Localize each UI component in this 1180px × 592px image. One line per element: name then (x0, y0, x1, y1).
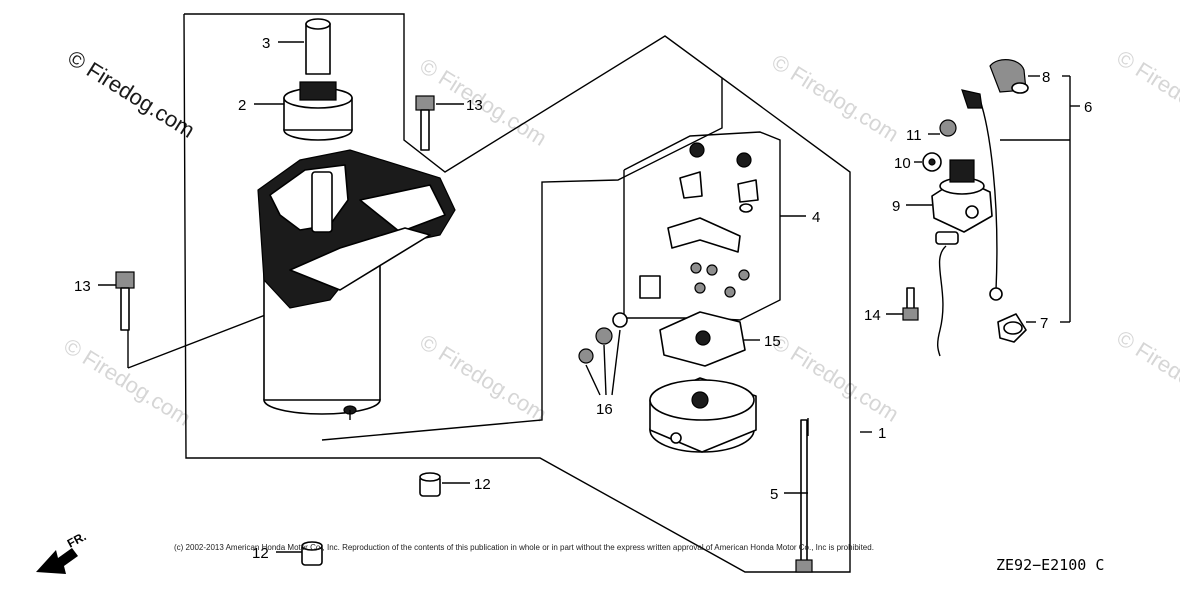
watermark-text: © Firedog.com (1112, 325, 1180, 423)
callout-11: 11 (906, 127, 922, 144)
spacer-12-lower (301, 541, 323, 566)
callout-4: 4 (812, 209, 820, 226)
end-cover (649, 377, 757, 453)
callout-16: 16 (596, 401, 613, 418)
callout-5: 5 (770, 486, 778, 503)
watermark-text: © Firedog.com (767, 49, 903, 147)
callout-1: 1 (878, 425, 886, 442)
bolt-14 (902, 287, 919, 321)
watermark-text: © Firedog.com (415, 329, 551, 427)
bolt-13-upper (415, 95, 435, 151)
nuts-16 (578, 312, 628, 396)
callout-15: 15 (764, 333, 781, 350)
watermark-main: © Firedog.com (63, 45, 199, 143)
callout-2: 2 (238, 97, 246, 114)
leader-lines (98, 41, 1040, 553)
watermark-text: © Firedog.com (1112, 45, 1180, 143)
front-arrow: FR. (36, 529, 88, 574)
callout-7: 7 (1040, 315, 1048, 332)
callout-9: 9 (892, 198, 900, 215)
pinion-gear (283, 81, 353, 141)
brush-holder-kit (623, 131, 781, 321)
callout-3: 3 (262, 35, 270, 52)
callout-12-lower: 12 (252, 545, 269, 562)
nut-11 (939, 119, 957, 137)
callout-13-upper: 13 (466, 97, 483, 114)
cable-set (935, 89, 1003, 357)
callout-13-left: 13 (74, 278, 91, 295)
watermark-text: © Firedog.com (59, 333, 195, 431)
bolt-13-left (115, 271, 135, 331)
boot-8 (989, 59, 1029, 94)
brush-plate (659, 311, 746, 367)
terminal-cover-7 (997, 313, 1027, 343)
nut-10 (922, 152, 942, 172)
starter-motor (257, 149, 456, 420)
callout-labels: 3 2 13 13 4 15 16 1 5 12 12 8 6 11 10 9 … (74, 35, 1092, 562)
watermark-layer: © Firedog.com © Firedog.com © Firedog.co… (59, 45, 1180, 431)
solenoid (931, 159, 993, 233)
callout-6: 6 (1084, 99, 1092, 116)
spacer-12-upper (419, 472, 441, 497)
callout-14: 14 (864, 307, 881, 324)
callout-10: 10 (894, 155, 911, 172)
copyright-notice: (c) 2002-2013 American Honda Motor Co., … (174, 543, 874, 552)
through-bolt (795, 419, 813, 573)
watermark-text: © Firedog.com (767, 329, 903, 427)
callout-8: 8 (1042, 69, 1050, 86)
diagram-code: ZE92−E2100 C (996, 556, 1104, 574)
callout-12-upper: 12 (474, 476, 491, 493)
front-arrow-label: FR. (65, 529, 89, 550)
watermark-text: © Firedog.com (415, 53, 551, 151)
pinion-sleeve (305, 18, 331, 75)
